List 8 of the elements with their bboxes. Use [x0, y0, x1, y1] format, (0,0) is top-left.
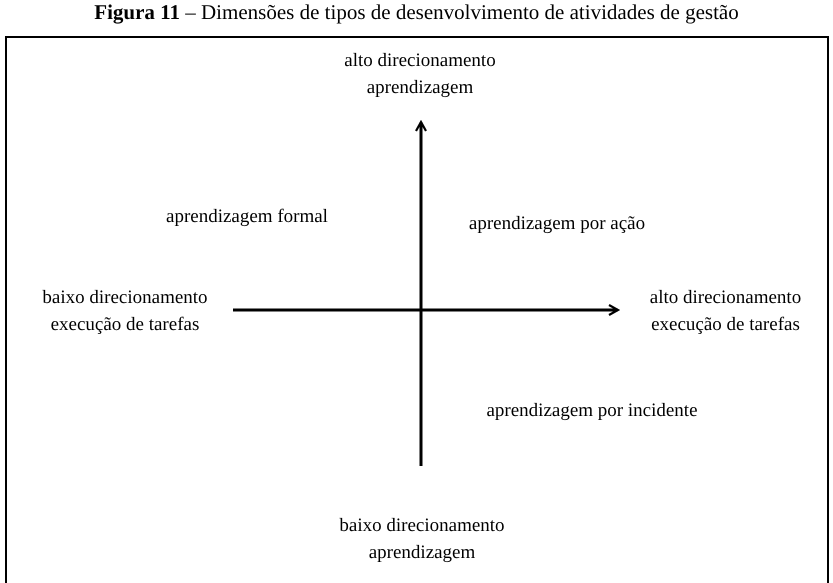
quadrant-label: aprendizagem formal [166, 205, 328, 229]
axis-label: alto direcionamento aprendizagem [343, 49, 497, 100]
figure-title: Figura 11 – Dimensões de tipos de desenvolvimento de atividades de gestão [93, 0, 740, 24]
axis-label: baixo direcionamento aprendizagem [338, 514, 506, 565]
axis-label: alto direcionamento execução de tarefas [648, 286, 802, 337]
quadrant-label: aprendizagem por incidente [486, 399, 698, 423]
axis-label: baixo direcionamento execução de tarefas [41, 286, 209, 337]
quadrant-label: aprendizagem por ação [468, 212, 646, 236]
